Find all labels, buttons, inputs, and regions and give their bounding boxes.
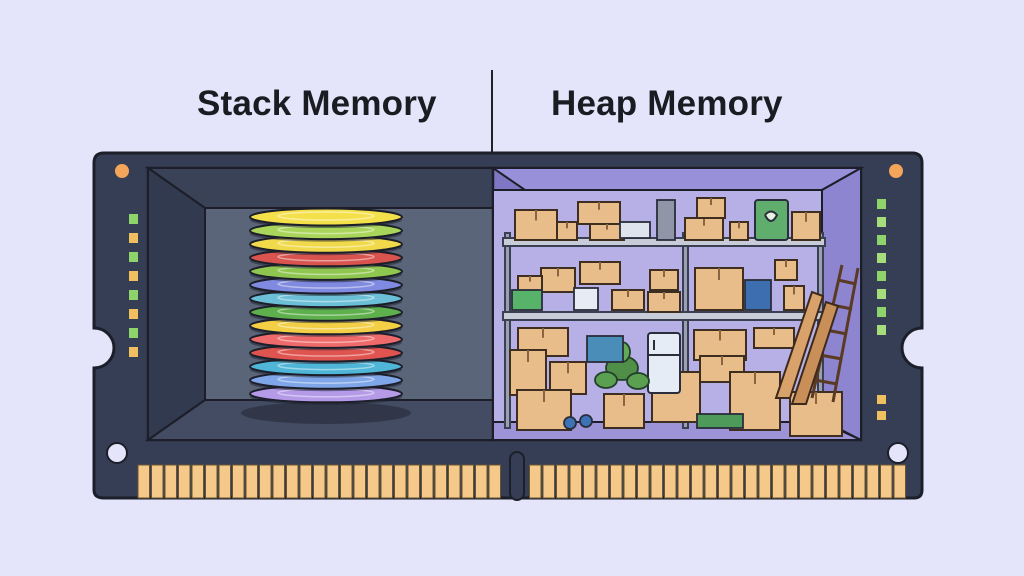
- gold-contact-pin: [449, 465, 461, 498]
- gold-contact-pin: [611, 465, 623, 498]
- led-indicator: [129, 271, 138, 281]
- gold-contact-pin: [854, 465, 866, 498]
- led-indicator: [877, 411, 886, 420]
- gold-contact-pin: [273, 465, 285, 498]
- led-indicator: [877, 395, 886, 404]
- mount-hole-right: [888, 443, 908, 463]
- gold-contact-pin: [665, 465, 677, 498]
- gold-contact-pin: [638, 465, 650, 498]
- led-indicator: [877, 253, 886, 263]
- gold-contact-pin: [368, 465, 380, 498]
- led-indicator: [877, 307, 886, 317]
- gold-contact-pin: [719, 465, 731, 498]
- led-indicator: [129, 214, 138, 224]
- gold-contact-pin: [800, 465, 812, 498]
- gold-contact-pin: [813, 465, 825, 498]
- gold-contact-pin: [867, 465, 879, 498]
- led-indicator: [877, 217, 886, 227]
- led-indicator: [129, 328, 138, 338]
- indicator-dot-right: [889, 164, 903, 178]
- plate-shadow: [241, 402, 411, 424]
- gold-contact-pin: [408, 465, 420, 498]
- led-indicator: [129, 252, 138, 262]
- gold-contact-pin: [395, 465, 407, 498]
- gold-contact-pin: [435, 465, 447, 498]
- fridge-icon: [648, 333, 680, 393]
- gold-contact-pin: [165, 465, 177, 498]
- gold-contact-pin: [557, 465, 569, 498]
- gold-contact-pin: [570, 465, 582, 498]
- gold-contact-pin: [773, 465, 785, 498]
- gold-contact-pin: [192, 465, 204, 498]
- gold-contact-pin: [705, 465, 717, 498]
- gold-contact-pin: [827, 465, 839, 498]
- gold-contact-pin: [341, 465, 353, 498]
- gold-contact-pin: [233, 465, 245, 498]
- gold-contact-pin: [138, 465, 150, 498]
- mount-hole-left: [107, 443, 127, 463]
- plate-stack-icon: [250, 209, 402, 405]
- gold-contact-pin: [489, 465, 501, 498]
- gold-contact-pin: [287, 465, 299, 498]
- gold-contact-pin: [219, 465, 231, 498]
- gold-contact-pin: [260, 465, 272, 498]
- led-indicator: [129, 233, 138, 243]
- gold-contact-pin: [746, 465, 758, 498]
- gold-contact-pin: [651, 465, 663, 498]
- gold-contact-pin: [759, 465, 771, 498]
- stack-compartment: [148, 168, 493, 440]
- gold-contact-pin: [584, 465, 596, 498]
- gold-contact-pin: [732, 465, 744, 498]
- module-notch: [510, 452, 524, 500]
- gold-contact-pin: [624, 465, 636, 498]
- led-indicator: [129, 290, 138, 300]
- gold-contact-pin: [786, 465, 798, 498]
- gold-contact-pin: [381, 465, 393, 498]
- gold-contact-pin: [354, 465, 366, 498]
- led-indicator: [877, 289, 886, 299]
- gold-contact-pin: [692, 465, 704, 498]
- gold-contact-pin: [327, 465, 339, 498]
- led-indicator: [877, 325, 886, 335]
- led-indicator: [877, 271, 886, 281]
- gold-contact-pin: [462, 465, 474, 498]
- gold-contact-pin: [246, 465, 258, 498]
- gold-contact-pin: [543, 465, 555, 498]
- green-bin-icon: [755, 200, 788, 240]
- gold-contact-pin: [597, 465, 609, 498]
- gold-contact-pin: [314, 465, 326, 498]
- gold-contact-pin: [179, 465, 191, 498]
- led-indicator: [877, 235, 886, 245]
- gold-contact-pin: [206, 465, 218, 498]
- heap-compartment: [493, 168, 861, 440]
- gold-contact-pin: [678, 465, 690, 498]
- gold-contact-pin: [840, 465, 852, 498]
- gold-contact-pin: [152, 465, 164, 498]
- gold-contact-pin: [300, 465, 312, 498]
- gold-contact-pin: [530, 465, 542, 498]
- indicator-dot-left: [115, 164, 129, 178]
- gold-contact-pin: [881, 465, 893, 498]
- led-indicator: [129, 309, 138, 319]
- led-indicator: [129, 347, 138, 357]
- gold-contact-pin: [476, 465, 488, 498]
- gold-contact-pin: [894, 465, 906, 498]
- led-indicator: [877, 199, 886, 209]
- plate: [250, 209, 402, 226]
- gold-contact-pin: [422, 465, 434, 498]
